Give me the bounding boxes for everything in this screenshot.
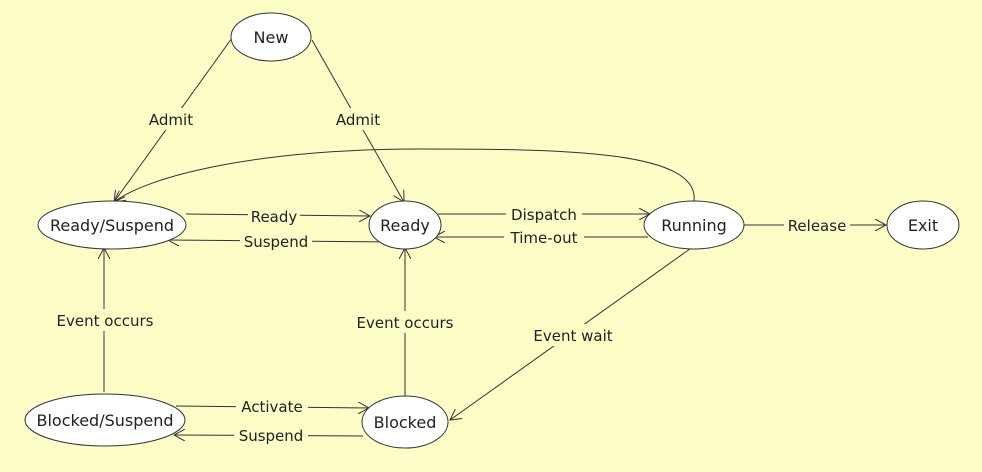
node-running: Running xyxy=(643,200,745,250)
edge-label-text: Ready xyxy=(251,208,298,226)
edge-label-text: Dispatch xyxy=(511,206,577,224)
edge-label-text: Event wait xyxy=(533,327,612,345)
edge-label-text: Admit xyxy=(336,111,380,129)
edge-label-text: Release xyxy=(788,217,847,235)
edge-label-suspend-bottom: Suspend xyxy=(234,424,308,446)
edge-label-text: Activate xyxy=(241,398,302,416)
node-ready-suspend: Ready/Suspend xyxy=(37,200,187,250)
node-label: Ready/Suspend xyxy=(50,216,174,235)
edge-label-timeout: Time-out xyxy=(504,226,584,248)
edge-label-text: Admit xyxy=(149,111,193,129)
edge-label-text: Event occurs xyxy=(357,314,454,332)
node-blocked-suspend: Blocked/Suspend xyxy=(24,393,186,447)
node-label: Ready xyxy=(380,216,430,235)
edge-label-event-occurs-mid: Event occurs xyxy=(352,311,458,333)
edge-label-event-occurs-left: Event occurs xyxy=(52,309,158,331)
node-blocked: Blocked xyxy=(361,395,449,449)
node-ready: Ready xyxy=(368,200,442,250)
edge-label-admit-left: Admit xyxy=(144,108,198,130)
edge-label-admit-right: Admit xyxy=(331,108,385,130)
edge-running-to-ready-suspend xyxy=(114,148,695,202)
node-new: New xyxy=(230,12,312,62)
edge-label-text: Suspend xyxy=(244,233,309,251)
edge-label-text: Event occurs xyxy=(57,312,154,330)
node-label: Blocked/Suspend xyxy=(36,411,173,430)
node-label: Running xyxy=(661,216,727,235)
node-label: Exit xyxy=(908,216,938,235)
node-exit: Exit xyxy=(886,200,960,250)
edge-label-text: Suspend xyxy=(239,427,304,445)
node-label: Blocked xyxy=(374,413,437,432)
edge-label-event-wait: Event wait xyxy=(528,324,618,346)
edge-label-release: Release xyxy=(784,214,850,236)
node-label: New xyxy=(254,28,289,47)
edge-label-ready: Ready xyxy=(248,205,300,227)
edge-label-dispatch: Dispatch xyxy=(506,203,582,225)
edge-label-text: Time-out xyxy=(510,229,578,247)
edge-label-suspend-top: Suspend xyxy=(240,230,312,252)
edge-label-activate: Activate xyxy=(236,395,308,417)
